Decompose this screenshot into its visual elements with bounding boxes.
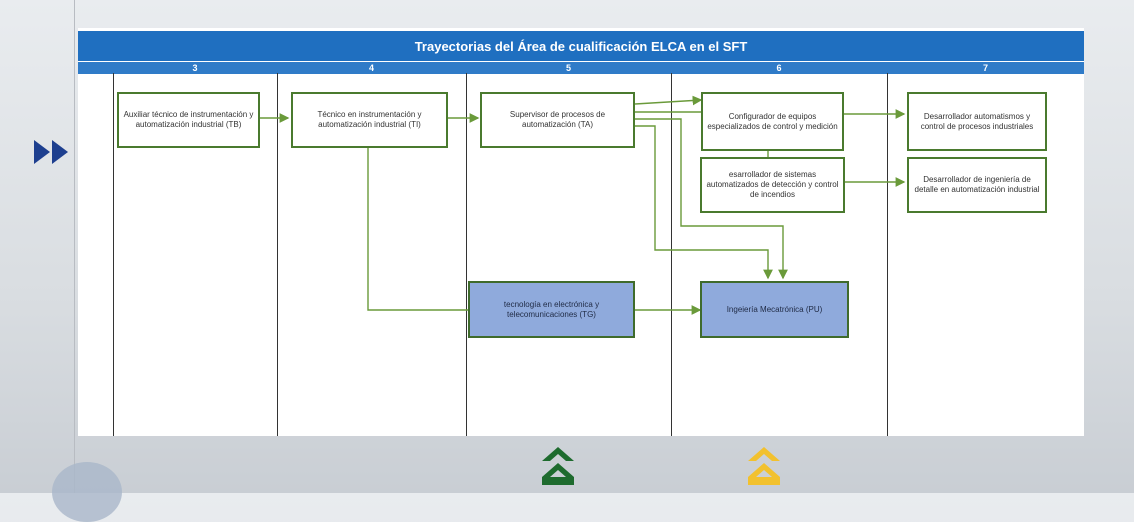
column-divider <box>466 73 467 436</box>
level-header-4: 4 <box>368 63 374 73</box>
levels-header: 3 4 5 6 7 <box>78 61 1084 74</box>
level-header-3: 3 <box>192 63 198 73</box>
trajectory-node: Supervisor de procesos de automatización… <box>480 92 635 148</box>
trajectory-node: Desarrollador de ingeniería de detalle e… <box>907 157 1047 213</box>
trajectory-node: esarrollador de sistemas automatizados d… <box>700 157 845 213</box>
trajectory-node-highlight: tecnología en electrónica y telecomunica… <box>468 281 635 338</box>
play-forward-icon[interactable] <box>34 140 74 164</box>
decorative-circle <box>52 462 122 522</box>
trajectory-node: Configurador de equipos especializados d… <box>701 92 844 151</box>
connector-arrows <box>260 95 906 315</box>
column-divider <box>277 73 278 436</box>
chevron-up-yellow-icon[interactable] <box>746 447 782 487</box>
chevron-up-green-icon[interactable] <box>540 447 576 487</box>
level-header-5: 5 <box>565 63 571 73</box>
column-divider <box>887 73 888 436</box>
trajectory-node-highlight: Ingeiería Mecatrónica (PU) <box>700 281 849 338</box>
left-margin-line <box>74 0 75 493</box>
trajectory-node: Auxiliar técnico de instrumentación y au… <box>117 92 260 148</box>
trajectory-node: Desarrollador automatismos y control de … <box>907 92 1047 151</box>
level-header-6: 6 <box>776 63 782 73</box>
diagram-slide: Trayectorias del Área de cualificación E… <box>78 28 1084 436</box>
diagram-title: Trayectorias del Área de cualificación E… <box>78 31 1084 61</box>
column-divider <box>113 73 114 436</box>
column-divider <box>671 73 672 436</box>
trajectory-node: Técnico en instrumentación y automatizac… <box>291 92 448 148</box>
level-header-7: 7 <box>982 63 988 73</box>
